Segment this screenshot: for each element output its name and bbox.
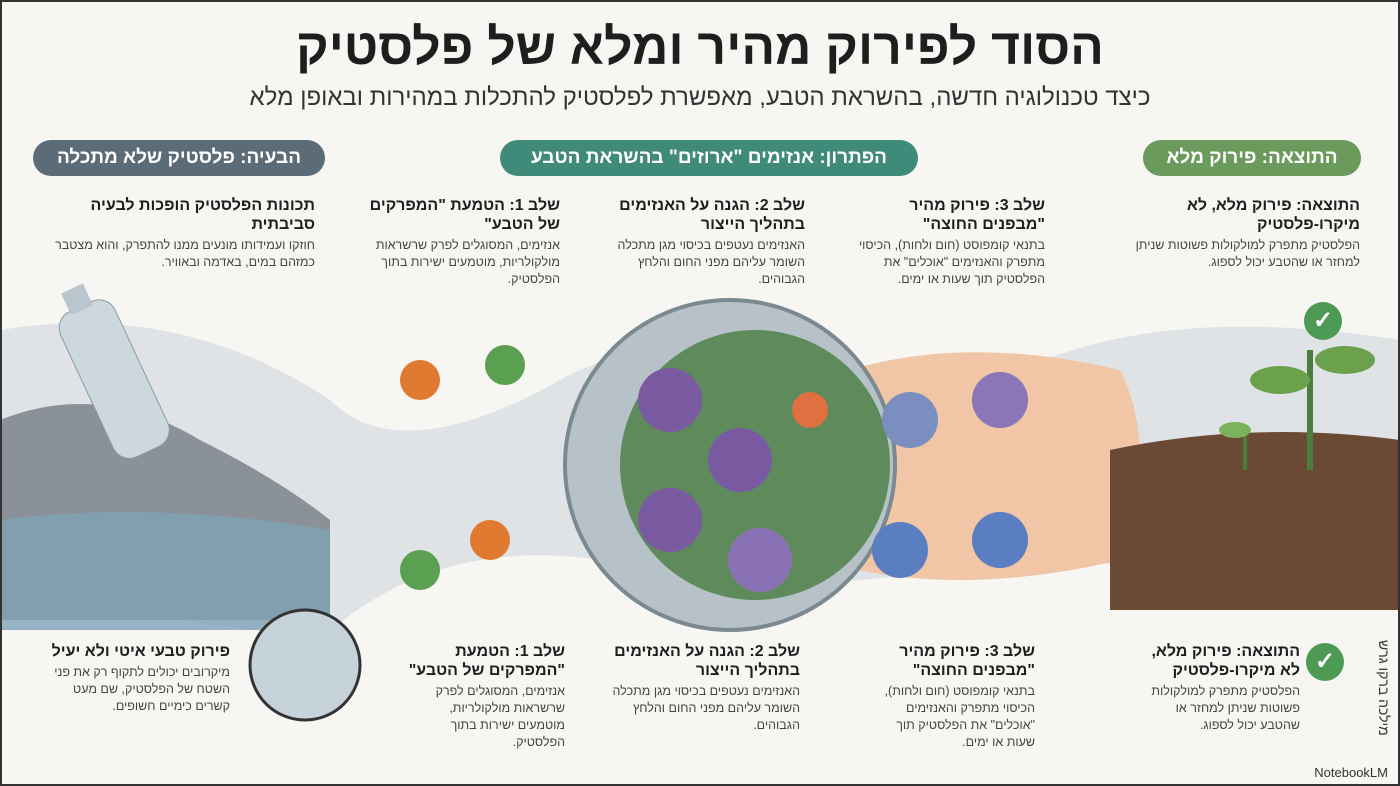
block-text: בתנאי קומפוסט (חום ולחות), הכיסוי מתפרק … <box>858 238 1045 286</box>
block-text: אנזימים, המסוגלים לפרק שרשראות מולקולריו… <box>435 684 565 749</box>
top-block-step1: שלב 1: הטמעת "המפרקים של הטבע" אנזימים, ה… <box>350 196 560 288</box>
page-title: הסוד לפירוק מהיר ומלא של פלסטיק <box>296 19 1104 75</box>
page-subtitle: כיצד טכנולוגיה חדשה, בהשראת הטבע, מאפשרת… <box>249 84 1151 111</box>
block-title: התוצאה: פירוק מלא, לא מיקרו-פלסטיק <box>1186 197 1360 233</box>
thermometer-icon <box>792 392 828 428</box>
capsule-cross-section <box>563 298 897 632</box>
magnified-bacteria-icon <box>248 608 362 722</box>
water <box>0 512 330 630</box>
section-problem: הבעיה: פלסטיק שלא מתכלה <box>33 140 325 176</box>
check-icon: ✓ <box>1304 302 1342 340</box>
top-block-problem: תכונות הפלסטיק הופכות לבעיה סביבתית חוזקו… <box>55 196 315 271</box>
block-text: הפלסטיק מתפרק למולקולות פשוטות שניתן למח… <box>1151 684 1300 732</box>
author-credit: מילכה ברקו גרש <box>1376 640 1392 736</box>
top-block-result: התוצאה: פירוק מלא, לא מיקרו-פלסטיק הפלסטי… <box>1135 196 1360 271</box>
block-text: חוזקו ועמידותו מונעים ממנו להתפרק, והוא … <box>55 238 315 269</box>
soil <box>1110 432 1400 610</box>
check-icon: ✓ <box>1306 643 1344 681</box>
bottom-block-problem: פירוק טבעי איטי ולא יעיל מיקרובים יכולים … <box>45 642 230 715</box>
block-text: הפלסטיק מתפרק למולקולות פשוטות שניתן למח… <box>1135 238 1360 269</box>
block-title: שלב 3: פירוק מהיר "מבפנים החוצה" <box>909 197 1045 233</box>
block-title: שלב 3: פירוק מהיר "מבפנים החוצה" <box>899 643 1035 679</box>
block-title: שלב 1: הטמעת "המפרקים של הטבע" <box>369 197 560 233</box>
block-text: מיקרובים יכולים לתקוף רק את פני השטח של … <box>54 665 230 713</box>
bottom-block-step3: שלב 3: פירוק מהיר "מבפנים החוצה" בתנאי קו… <box>865 642 1035 751</box>
block-title: התוצאה: פירוק מלא, לא מיקרו-פלסטיק <box>1151 643 1300 679</box>
bottom-block-step1: שלב 1: הטמעת "המפרקים של הטבע" אנזימים, ה… <box>400 642 565 751</box>
block-title: שלב 2: הגנה על האנזימים בתהליך הייצור <box>614 643 800 679</box>
bottom-block-step2: שלב 2: הגנה על האנזימים בתהליך הייצור האנ… <box>600 642 800 734</box>
bottom-block-result: התוצאה: פירוק מלא, לא מיקרו-פלסטיק הפלסטי… <box>1135 642 1300 734</box>
enzyme-icons <box>400 345 1028 590</box>
section-solution: הפתרון: אנזימים "ארוזים" בהשראת הטבע <box>500 140 918 176</box>
section-result: התוצאה: פירוק מלא <box>1143 140 1361 176</box>
top-block-step2: שלב 2: הגנה על האנזימים בתהליך הייצור האנ… <box>590 196 805 288</box>
block-title: תכונות הפלסטיק הופכות לבעיה סביבתית <box>90 197 315 233</box>
block-text: האנזימים נעטפים בכיסוי מגן מתכלה השומר ע… <box>617 238 805 286</box>
top-block-step3: שלב 3: פירוק מהיר "מבפנים החוצה" בתנאי קו… <box>845 196 1045 288</box>
block-title: שלב 1: הטמעת "המפרקים של הטבע" <box>408 643 565 679</box>
block-text: בתנאי קומפוסט (חום ולחות), הכיסוי מתפרק … <box>884 684 1035 749</box>
brand-label: NotebookLM <box>1314 765 1388 780</box>
block-title: שלב 2: הגנה על האנזימים בתהליך הייצור <box>619 197 805 233</box>
block-text: האנזימים נעטפים בכיסוי מגן מתכלה השומר ע… <box>612 684 800 732</box>
block-text: אנזימים, המסוגלים לפרק שרשראות מולקולריו… <box>375 238 560 286</box>
plant-icon <box>1219 346 1375 470</box>
block-title: פירוק טבעי איטי ולא יעיל <box>51 643 230 660</box>
plastic-bottle-icon <box>58 283 170 459</box>
